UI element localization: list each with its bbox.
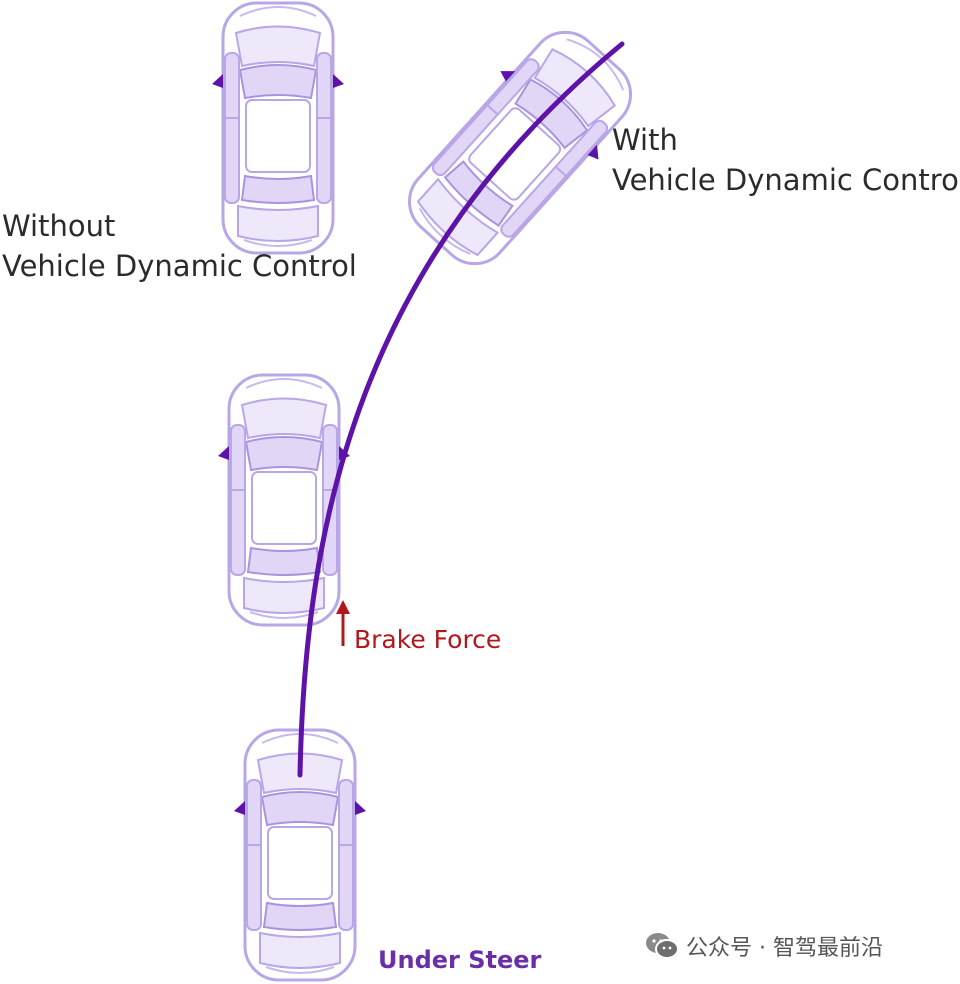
without-vdc-line2: Vehicle Dynamic Control [2, 249, 357, 283]
under-steer-label: Under Steer [378, 946, 542, 974]
brake-force-label: Brake Force [354, 625, 502, 654]
with-vdc-line1: With [612, 123, 678, 157]
watermark: 公众号 · 智驾最前沿 [644, 928, 883, 964]
with-vdc-line2: Vehicle Dynamic Control [612, 163, 960, 197]
brake-force-arrow [336, 600, 350, 646]
wechat-icon [646, 933, 679, 959]
with-vdc-label: With Vehicle Dynamic Control [612, 120, 960, 200]
without-vdc-line1: Without [2, 209, 116, 243]
watermark-text: 公众号 · 智驾最前沿 [686, 936, 883, 961]
without-vdc-label: Without Vehicle Dynamic Control [2, 206, 357, 286]
vdc-path [297, 41, 625, 778]
